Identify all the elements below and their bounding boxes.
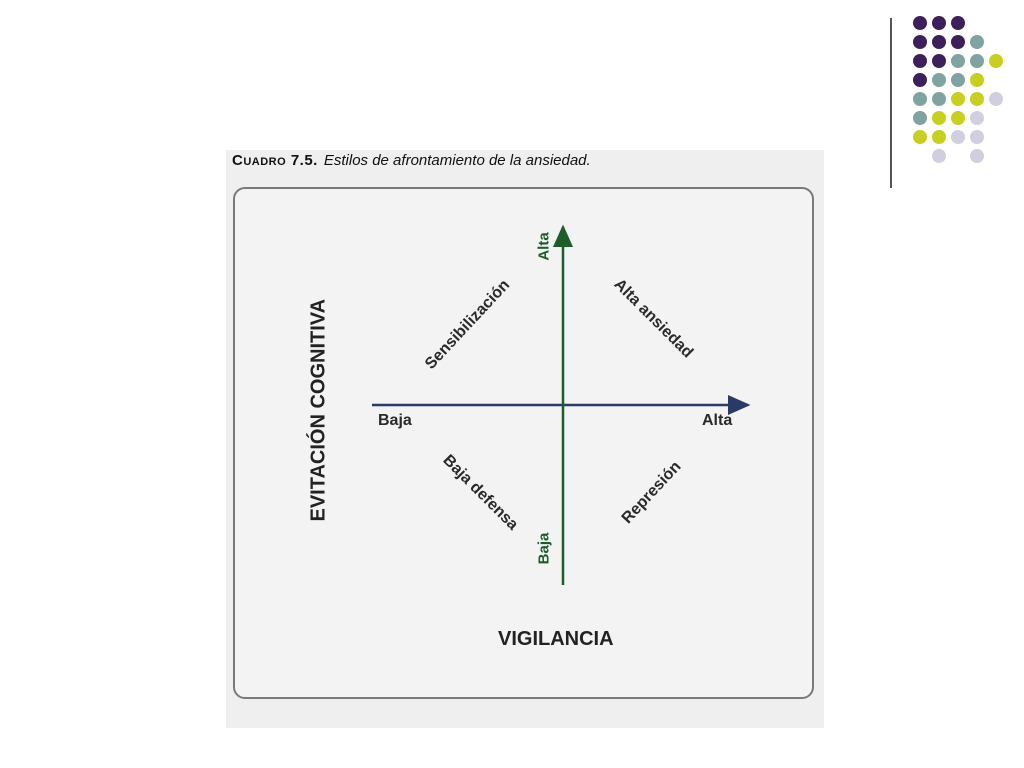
caption-title: Estilos de afrontamiento de la ansiedad. xyxy=(323,152,591,169)
y-axis-high-label: Alta xyxy=(535,232,553,261)
y-axis-title: EVITACIÓN COGNITIVA xyxy=(307,298,330,522)
figure-caption: Cuadro 7.5. Estilos de afrontamiento de l… xyxy=(232,152,595,171)
diagram-frame xyxy=(233,187,814,699)
decorative-divider xyxy=(890,18,892,188)
x-axis-high-label: Alta xyxy=(702,412,733,429)
caption-number: Cuadro 7.5. xyxy=(232,152,318,169)
y-axis-low-label: Baja xyxy=(535,532,553,565)
x-axis-title: VIGILANCIA xyxy=(498,628,614,650)
x-axis-low-label: Baja xyxy=(378,412,412,429)
